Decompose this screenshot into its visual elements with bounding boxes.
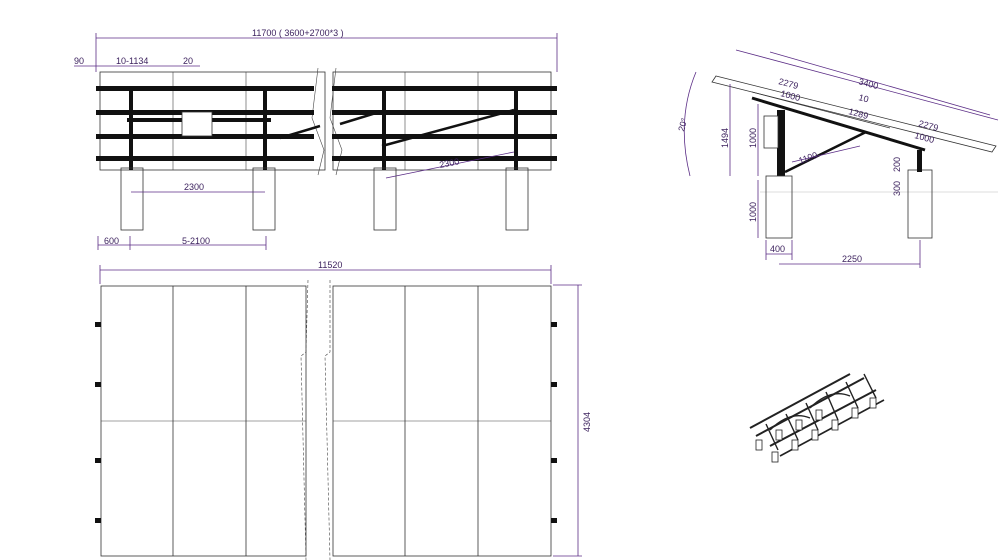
dim-overhang: 90 (74, 56, 84, 66)
side-view: 3400 2279 1000 10 1289 2279 1000 20° 149… (676, 49, 999, 268)
dim-pile-span: 2250 (842, 254, 862, 264)
dim-overall-length: 11700 ( 3600+2700*3 ) (252, 28, 344, 38)
dim-purlin-spacing: 10-1134 (116, 56, 148, 66)
dim-pile-spacing-center: 2300 (184, 182, 204, 192)
dim-plan-height: 4304 (582, 412, 592, 432)
dim-rear-post: 300 (892, 181, 902, 196)
dim-front-height: 1494 (720, 128, 730, 148)
dim-pile-offset: 600 (104, 236, 119, 246)
dim-plan-width: 11520 (318, 260, 342, 270)
dim-rear-post-b: 200 (892, 157, 902, 172)
dim-segment-upper: 2279 (777, 76, 799, 91)
dim-brace-length: 2300 (438, 156, 460, 170)
front-view: 11700 ( 3600+2700*3 ) 90 10-1134 20 (74, 28, 558, 250)
dim-gap: 20 (183, 56, 193, 66)
plan-view: 11520 4304 (95, 260, 592, 560)
dim-pile-width: 400 (770, 244, 785, 254)
isometric-view (749, 373, 885, 463)
dim-post-height: 1000 (748, 128, 758, 148)
dim-segment-10: 10 (857, 92, 869, 104)
dim-pile-depth: 1000 (748, 202, 758, 222)
dim-pile-spacing: 5-2100 (182, 236, 210, 246)
dim-tilt-angle: 20° (676, 116, 689, 132)
dim-panel-length: 3400 (857, 76, 879, 91)
